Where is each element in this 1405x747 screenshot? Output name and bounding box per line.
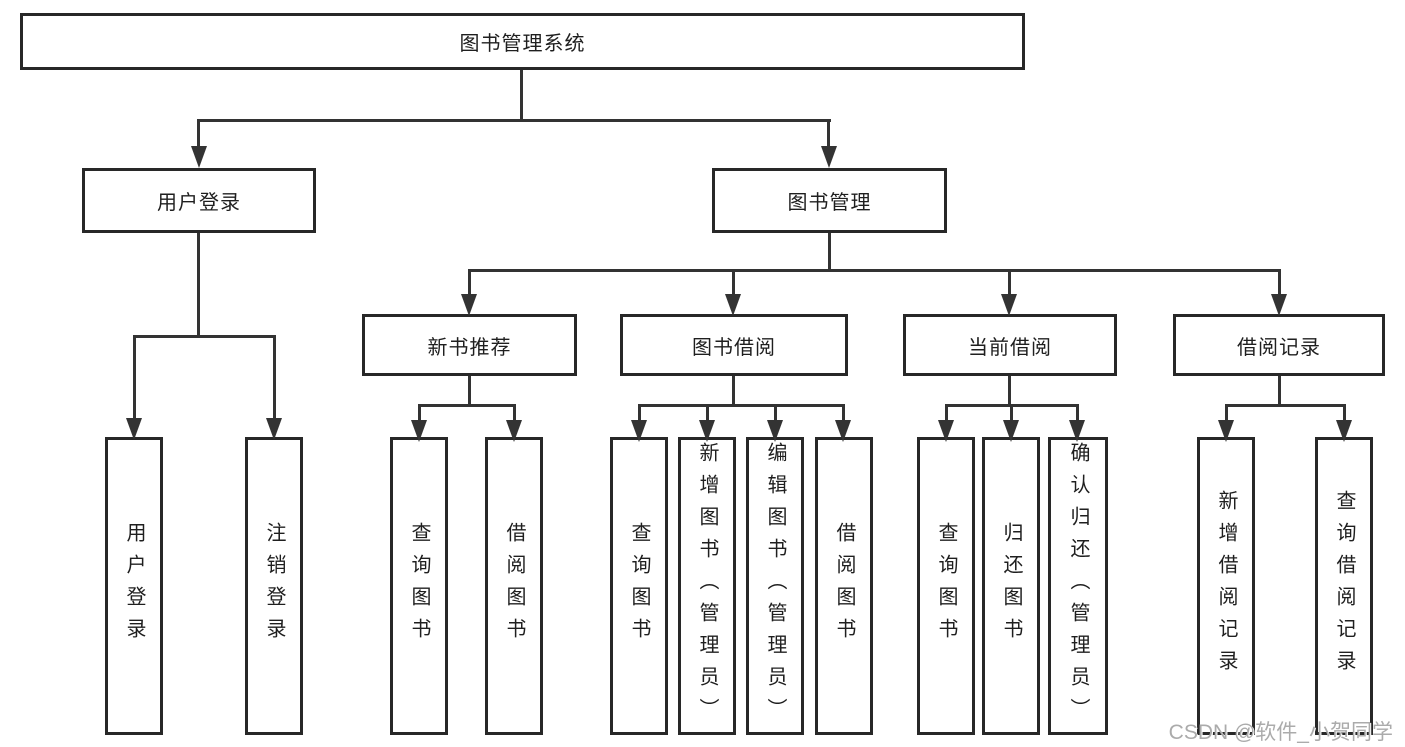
arrowhead-book-mgmt [821,146,837,168]
arrowhead-leaf-logout [266,418,282,440]
leaf-borrow-book-rec-label: 借阅图书 [503,522,525,650]
connector-level1-rail [197,119,831,122]
leaf-query-borrow-record-label: 查询借阅记录 [1333,490,1355,682]
node-book-borrow: 图书借阅 [620,314,848,376]
node-root-label: 图书管理系统 [459,33,586,55]
arrowhead [767,420,783,442]
leaf-add-borrow-record: 新增借阅记录 [1197,437,1255,735]
arrowhead [1003,420,1019,442]
leaf-query-borrow-record: 查询借阅记录 [1315,437,1373,735]
leaf-add-book-admin: 新增图书（管理员） [678,437,736,735]
leaf-borrow-book: 借阅图书 [815,437,873,735]
arrowhead [938,420,954,442]
leaf-return-book: 归还图书 [982,437,1040,735]
connector-book-borrow-rail [638,404,845,407]
connector-drop-leaf-login [133,335,136,420]
leaf-query-book-current-label: 查询图书 [935,522,957,650]
connector-drop-borrow-records [1278,269,1281,297]
arrowhead [835,420,851,442]
node-book-borrow-label: 图书借阅 [692,336,776,359]
connector-drop [513,404,516,422]
leaf-query-book-borrow: 查询图书 [610,437,668,735]
connector-root-stem [520,69,523,121]
node-current-borrow: 当前借阅 [903,314,1117,376]
connector-drop-user-login [197,119,200,151]
arrowhead-new-book [461,294,477,316]
leaf-logout-label: 注销登录 [263,522,285,650]
leaf-query-book-current: 查询图书 [917,437,975,735]
connector-drop [706,404,709,422]
connector-drop [842,404,845,422]
leaf-confirm-return-admin: 确认归还（管理员） [1048,437,1108,735]
leaf-edit-book-admin-label: 编辑图书（管理员） [764,442,786,730]
arrowhead [1069,420,1085,442]
connector-drop-current-borrow [1008,269,1011,297]
connector-level2-rail [468,269,1281,272]
connector-drop [1225,404,1228,422]
arrowhead [1336,420,1352,442]
arrowhead [1218,420,1234,442]
connector-drop [1010,404,1013,422]
leaf-confirm-return-admin-label: 确认归还（管理员） [1067,442,1089,730]
connector-drop [1076,404,1079,422]
connector-records-rail [1225,404,1345,407]
csdn-watermark: CSDN @软件_小贺同学 [1168,721,1393,744]
leaf-add-book-admin-label: 新增图书（管理员） [696,442,718,730]
leaf-user-login-label: 用户登录 [123,522,145,650]
connector-drop-book-mgmt [827,119,830,151]
leaf-logout: 注销登录 [245,437,303,735]
node-root: 图书管理系统 [20,13,1025,70]
arrowhead-user-login [191,146,207,168]
leaf-query-book-rec: 查询图书 [390,437,448,735]
connector-drop [418,404,421,422]
arrowhead-borrow-records [1271,294,1287,316]
leaf-query-book-borrow-label: 查询图书 [628,522,650,650]
connector-user-login-rail [133,335,276,338]
node-book-mgmt: 图书管理 [712,168,947,233]
leaf-query-book-rec-label: 查询图书 [408,522,430,650]
leaf-edit-book-admin: 编辑图书（管理员） [746,437,804,735]
node-user-login: 用户登录 [82,168,316,233]
leaf-add-borrow-record-label: 新增借阅记录 [1215,490,1237,682]
arrowhead [506,420,522,442]
node-book-mgmt-label: 图书管理 [787,192,872,214]
connector-drop [774,404,777,422]
arrowhead [631,420,647,442]
leaf-borrow-book-rec: 借阅图书 [485,437,543,735]
arrowhead-book-borrow [725,294,741,316]
connector-new-book-stem [468,375,471,407]
connector-drop-new-book [468,269,471,297]
connector-drop [638,404,641,422]
connector-current-stem [1008,375,1011,407]
connector-drop [945,404,948,422]
arrowhead-leaf-login [126,418,142,440]
node-new-book-rec-label: 新书推荐 [427,336,512,359]
node-user-login-label: 用户登录 [157,192,241,214]
connector-records-stem [1278,375,1281,407]
connector-book-mgmt-stem [828,232,831,272]
node-borrow-records-label: 借阅记录 [1237,336,1321,359]
connector-new-book-rail [418,404,516,407]
arrowhead [699,420,715,442]
connector-drop [1343,404,1346,422]
connector-user-login-stem [197,232,200,338]
connector-drop-leaf-logout [273,335,276,420]
arrowhead-current-borrow [1001,294,1017,316]
node-current-borrow-label: 当前借阅 [968,336,1052,359]
node-new-book-rec: 新书推荐 [362,314,577,376]
node-borrow-records: 借阅记录 [1173,314,1385,376]
connector-drop-book-borrow [732,269,735,297]
arrowhead [411,420,427,442]
connector-book-borrow-stem [732,375,735,407]
leaf-user-login: 用户登录 [105,437,163,735]
leaf-return-book-label: 归还图书 [1000,522,1022,650]
leaf-borrow-book-label: 借阅图书 [833,522,855,650]
